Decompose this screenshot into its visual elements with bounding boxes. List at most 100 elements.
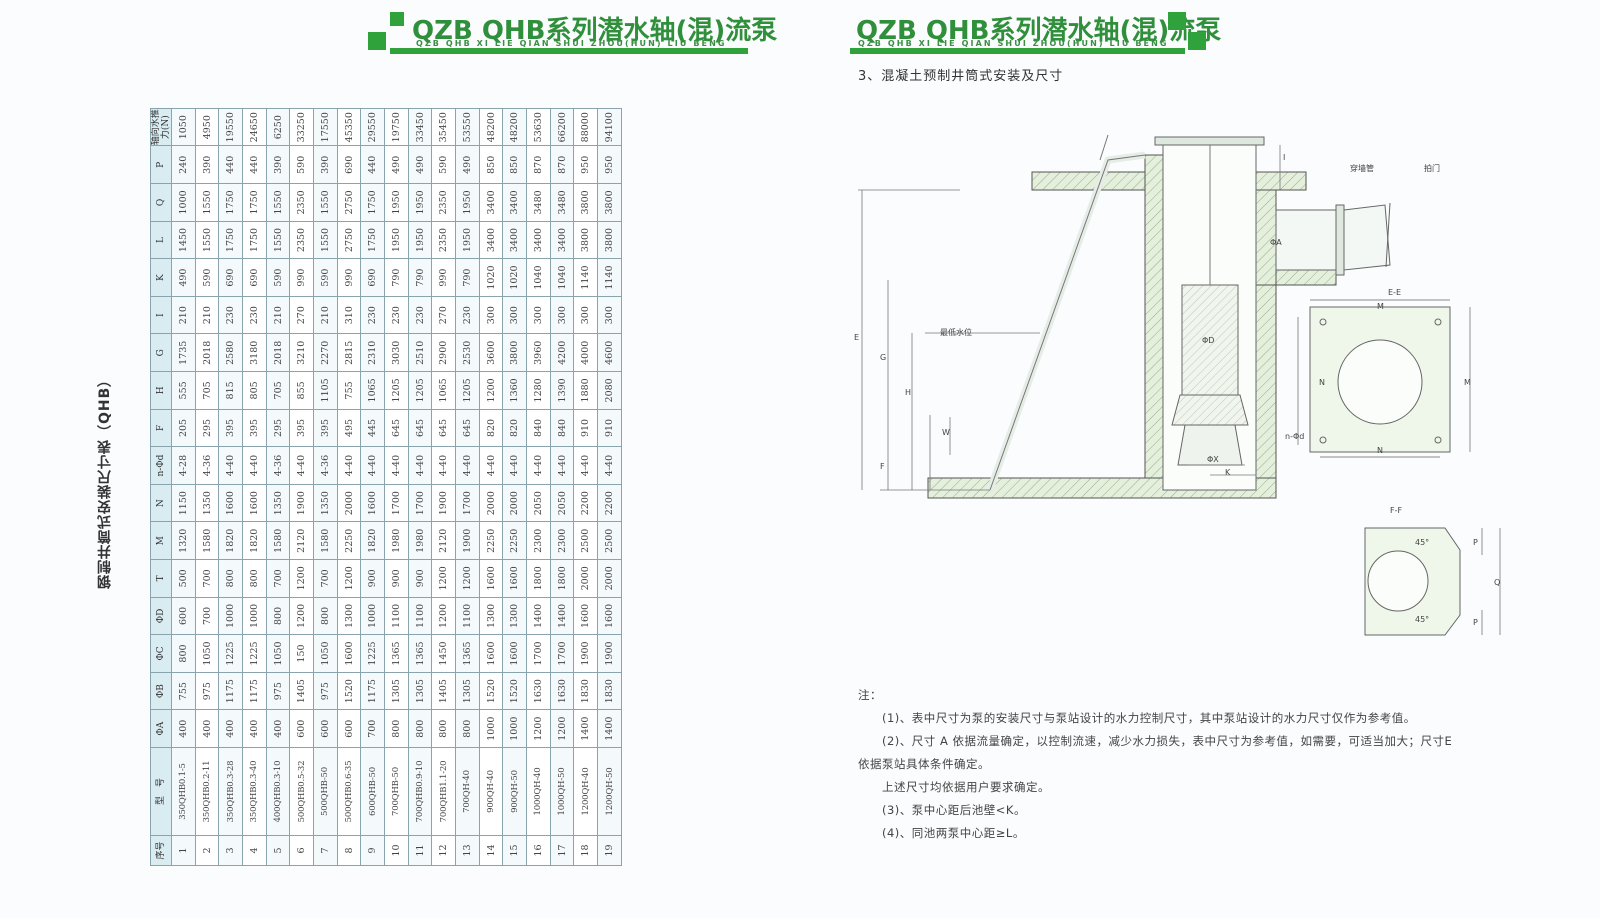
table-cell: 210 xyxy=(313,296,338,334)
table-cell: 1520 xyxy=(337,672,361,710)
table-cell: 4-40 xyxy=(289,446,314,485)
table-cell: 850 xyxy=(502,146,527,184)
table-cell: 490 xyxy=(408,146,432,184)
table-cell: 1950 xyxy=(408,183,432,222)
table-cell: 645 xyxy=(408,409,432,447)
table-cell: 1900 xyxy=(573,634,598,673)
table-header-cell: T xyxy=(150,559,172,598)
label-w: W xyxy=(942,428,950,437)
table-cell: 295 xyxy=(195,409,219,447)
label-e: E xyxy=(854,333,859,342)
table-cell: 900 xyxy=(408,559,432,598)
table-cell: 2900 xyxy=(431,333,456,372)
label-k: K xyxy=(1225,468,1231,477)
label-n-left: N xyxy=(1319,378,1325,387)
table-header-cell: I xyxy=(150,296,172,334)
table-cell: 1700 xyxy=(384,484,409,522)
table-cell: 1400 xyxy=(573,709,598,748)
table-cell: 205 xyxy=(171,409,196,447)
table-cell: 1750 xyxy=(218,221,243,259)
table-cell: 2500 xyxy=(573,521,598,560)
table-cell: 3600 xyxy=(479,333,503,372)
table-cell: 1365 xyxy=(384,634,409,673)
table-cell: 1405 xyxy=(431,672,456,710)
table-cell: 1950 xyxy=(408,221,432,259)
table-cell: 4-40 xyxy=(455,446,480,485)
label-m-top: M xyxy=(1377,302,1384,311)
table-cell: 1600 xyxy=(502,634,527,673)
table-header-cell: ΦB xyxy=(150,672,172,710)
table-cell: 17550 xyxy=(313,108,338,146)
table-cell: 4-40 xyxy=(526,446,551,485)
table-cell: 1700 xyxy=(455,484,480,522)
table-cell: 700 xyxy=(195,597,219,635)
table-cell: 1750 xyxy=(218,183,243,222)
table-cell-model: 1200QH-50 xyxy=(597,747,622,836)
table-cell: 18 xyxy=(573,835,598,866)
table-cell: 2250 xyxy=(502,521,527,560)
table-cell: 3400 xyxy=(502,221,527,259)
table-cell: 1980 xyxy=(384,521,409,560)
table-cell: 1175 xyxy=(218,672,243,710)
table-header-cell: L xyxy=(150,221,172,259)
table-cell: 840 xyxy=(526,409,551,447)
label-p-top: P xyxy=(1473,538,1478,547)
table-cell: 2 xyxy=(195,835,219,866)
table-cell: 4-40 xyxy=(573,446,598,485)
header-bar-right xyxy=(850,48,1185,54)
table-cell: 800 xyxy=(171,634,196,673)
table-cell: 4-40 xyxy=(218,446,243,485)
table-cell: 1300 xyxy=(337,597,361,635)
table-cell: 2120 xyxy=(431,521,456,560)
table-cell: 900 xyxy=(360,559,385,598)
table-cell: 1225 xyxy=(218,634,243,673)
table-cell: 590 xyxy=(289,146,314,184)
table-cell: 2200 xyxy=(597,484,622,522)
table-cell: 1550 xyxy=(266,183,290,222)
table-cell: 1350 xyxy=(195,484,219,522)
table-cell: 1550 xyxy=(195,183,219,222)
table-cell: 1900 xyxy=(597,634,622,673)
table-cell-model: 350QHB0.2-11 xyxy=(195,747,219,836)
table-cell: 1900 xyxy=(431,484,456,522)
table-cell: 300 xyxy=(550,296,574,334)
label-p-bottom: P xyxy=(1473,618,1478,627)
table-header-cell: 序号 xyxy=(150,835,172,866)
table-cell: 1305 xyxy=(408,672,432,710)
table-cell: 1000 xyxy=(218,597,243,635)
table-cell: 395 xyxy=(218,409,243,447)
table-cell: 1360 xyxy=(502,371,527,410)
table-cell: 230 xyxy=(242,296,267,334)
table-cell: 230 xyxy=(455,296,480,334)
header-title-right: QZB QHB系列潜水轴(混)流泵 xyxy=(856,16,1222,46)
table-cell: 850 xyxy=(479,146,503,184)
table-cell: 270 xyxy=(431,296,456,334)
table-cell: 390 xyxy=(266,146,290,184)
table-cell: 690 xyxy=(337,146,361,184)
table-cell: 1000 xyxy=(242,597,267,635)
guide-pipe xyxy=(986,134,1146,492)
table-cell: 3400 xyxy=(479,183,503,222)
table-cell: 645 xyxy=(431,409,456,447)
table-cell: 310 xyxy=(337,296,361,334)
table-cell: 1200 xyxy=(526,709,551,748)
table-cell: 33450 xyxy=(408,108,432,146)
table-cell: 1750 xyxy=(242,221,267,259)
table-cell: 1205 xyxy=(455,371,480,410)
table-cell: 1000 xyxy=(360,597,385,635)
table-cell-model: 700QHB-50 xyxy=(384,747,409,836)
table-cell: 1950 xyxy=(384,221,409,259)
table-cell: 1700 xyxy=(526,634,551,673)
table-cell: 1225 xyxy=(360,634,385,673)
table-cell: 3400 xyxy=(502,183,527,222)
table-cell: 4-36 xyxy=(266,446,290,485)
table-header-cell: n-Φd xyxy=(150,446,172,485)
table-cell: 19750 xyxy=(384,108,409,146)
table-cell: 2250 xyxy=(337,521,361,560)
table-cell: 33250 xyxy=(289,108,314,146)
label-f: F xyxy=(880,462,885,471)
